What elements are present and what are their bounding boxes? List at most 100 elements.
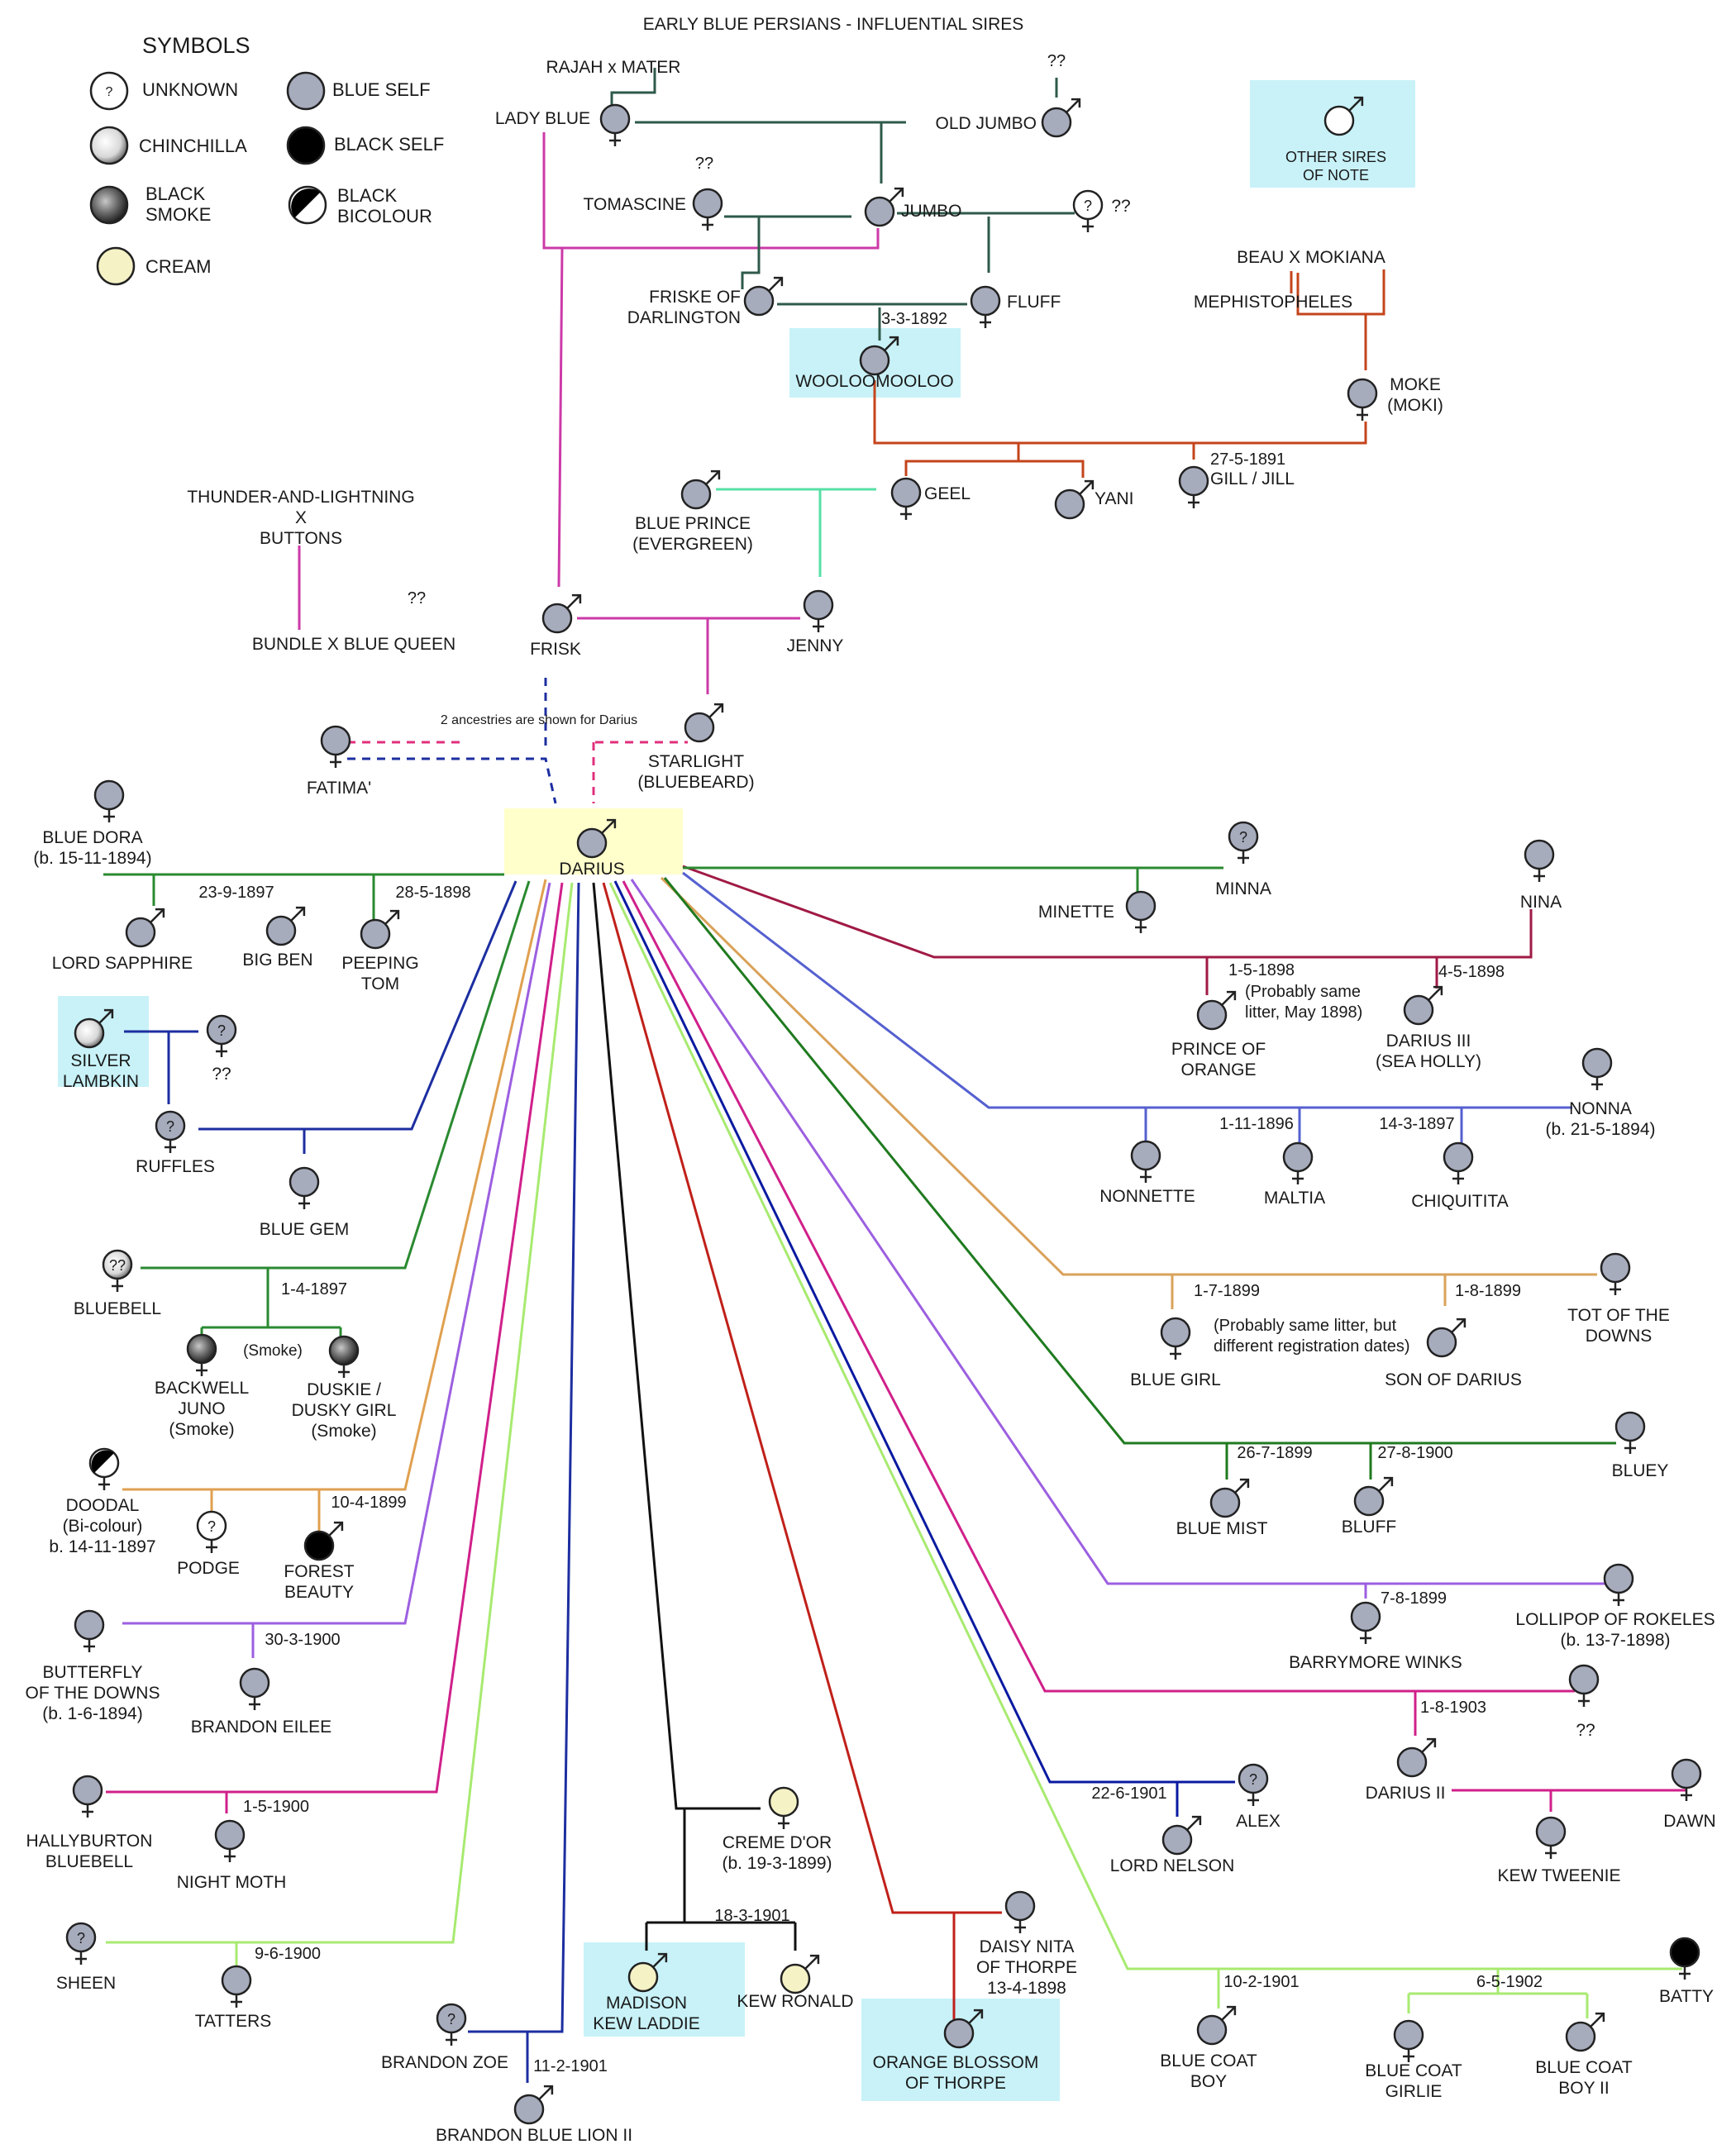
connector-lines <box>103 68 1686 2083</box>
bluecoatboy-symbol[interactable] <box>1196 2005 1237 2046</box>
backwell-symbol[interactable] <box>186 1333 217 1376</box>
geel-symbol[interactable] <box>890 477 922 520</box>
bluecoatboyii-symbol[interactable] <box>1565 2012 1605 2052</box>
minna-symbol[interactable]: ? <box>1228 821 1259 864</box>
batty-symbol[interactable] <box>1669 1937 1700 1980</box>
lordnelson-label: LORD NELSON <box>1110 1856 1235 1875</box>
doodal-symbol[interactable] <box>88 1447 120 1490</box>
ruffles-symbol[interactable]: ? <box>155 1110 186 1153</box>
friske-symbol[interactable] <box>743 276 784 317</box>
lordsapphire-symbol[interactable] <box>125 908 165 948</box>
starlight-symbol[interactable] <box>684 703 724 743</box>
legend-black-swatch <box>286 126 326 165</box>
geel-label: GEEL <box>924 484 971 503</box>
l-nonna <box>682 871 1572 1109</box>
sheen-symbol[interactable]: ? <box>65 1922 97 1965</box>
lordnelson-symbol[interactable] <box>1161 1815 1202 1856</box>
unk1-symbol[interactable]: ? <box>1072 189 1104 232</box>
hallyburton-symbol[interactable] <box>72 1775 103 1818</box>
lollipop-label: LOLLIPOP OF ROKELES(b. 13-7-1898) <box>1515 1610 1715 1650</box>
silver-symbol-male-arrow <box>103 1008 114 1019</box>
jenny-symbol[interactable] <box>803 589 834 632</box>
fluff-symbol[interactable] <box>970 285 1001 328</box>
forest-symbol[interactable] <box>303 1521 344 1561</box>
orange-symbol-circle <box>943 2018 975 2049</box>
podge-symbol[interactable]: ? <box>196 1510 227 1553</box>
dariusiii-symbol[interactable] <box>1403 985 1443 1026</box>
barrymore-symbol[interactable] <box>1350 1601 1381 1644</box>
minette-symbol[interactable] <box>1125 890 1157 933</box>
bluegirl-symbol[interactable] <box>1160 1317 1191 1360</box>
tomascine-symbol[interactable] <box>692 188 723 231</box>
legend-unknown: ? <box>89 71 129 111</box>
dawn-symbol-circle <box>1671 1758 1702 1789</box>
cremedor-symbol[interactable] <box>768 1786 799 1829</box>
woolo-symbol[interactable] <box>859 336 899 376</box>
woolo-date: 3-3-1892 <box>881 310 947 328</box>
bluecoatgirlie-symbol[interactable] <box>1393 2019 1424 2062</box>
duskie-symbol[interactable] <box>328 1335 360 1378</box>
darius-symbol[interactable] <box>576 818 617 859</box>
h-orange-box <box>861 1999 1060 2101</box>
oldjumbo-symbol[interactable] <box>1041 98 1081 138</box>
yani-symbol[interactable] <box>1054 479 1095 520</box>
woolo-symbol-circle <box>859 345 890 376</box>
totdowns-symbol[interactable] <box>1600 1252 1631 1295</box>
brandoneilee-symbol[interactable] <box>239 1667 270 1710</box>
kewronald-symbol[interactable] <box>780 1954 820 1994</box>
sondarius-symbol[interactable] <box>1426 1318 1467 1358</box>
connector-segment-5 <box>1296 269 1385 316</box>
frisk-symbol[interactable] <box>541 593 582 634</box>
nonna-symbol[interactable] <box>1581 1047 1613 1090</box>
peeping-symbol[interactable] <box>360 909 400 950</box>
ladyblue-label: LADY BLUE <box>495 109 590 128</box>
daisynita-symbol[interactable] <box>1004 1890 1036 1933</box>
bluemist-symbol[interactable] <box>1209 1478 1250 1518</box>
silver-symbol[interactable] <box>74 1008 114 1049</box>
nightmoth-symbol[interactable] <box>214 1819 246 1862</box>
bluff-symbol[interactable] <box>1353 1476 1394 1517</box>
bluedora-symbol[interactable] <box>93 779 125 822</box>
butterfly-symbol[interactable] <box>74 1609 105 1652</box>
nonnette-symbol[interactable] <box>1130 1140 1161 1183</box>
tatters-symbol[interactable] <box>221 1965 252 2008</box>
dariusii-symbol[interactable] <box>1396 1737 1437 1778</box>
jumbo-symbol[interactable] <box>864 187 904 227</box>
moke-symbol[interactable] <box>1347 378 1378 421</box>
alex-symbol[interactable]: ? <box>1238 1763 1269 1806</box>
fluff-label: FLUFF <box>1007 293 1061 312</box>
nina-symbol[interactable] <box>1524 839 1555 882</box>
blueprince-symbol[interactable] <box>680 469 721 510</box>
bluey-symbol[interactable] <box>1614 1411 1646 1454</box>
dariusii-symbol-circle <box>1396 1746 1428 1778</box>
jenny-symbol-circle <box>803 589 834 621</box>
legend-other-sires-symbol[interactable] <box>1323 96 1364 136</box>
lollipop-symbol[interactable] <box>1603 1563 1634 1606</box>
chiquitita-symbol[interactable] <box>1443 1141 1474 1184</box>
starlight-label: STARLIGHT(BLUEBEARD) <box>637 752 754 792</box>
orange-symbol-male-arrow <box>973 2008 984 2019</box>
bluegem-symbol[interactable] <box>289 1166 320 1209</box>
fatima-symbol[interactable] <box>320 725 351 768</box>
podge-label: PODGE <box>177 1559 240 1578</box>
ladyblue-symbol[interactable] <box>599 103 631 146</box>
brandonzoe-symbol[interactable]: ? <box>436 2003 467 2046</box>
madison-symbol-male-arrow <box>657 1952 668 1963</box>
maltia-symbol[interactable] <box>1282 1141 1314 1184</box>
unk2-symbol[interactable]: ? <box>206 1014 237 1057</box>
dawn-symbol[interactable] <box>1671 1758 1702 1801</box>
orange-symbol[interactable] <box>943 2008 984 2049</box>
bluebell-symbol[interactable]: ?? <box>102 1249 133 1292</box>
bigben-symbol[interactable] <box>265 906 306 946</box>
madison-symbol[interactable] <box>627 1952 668 1993</box>
l-bluebell <box>141 880 531 1270</box>
kewtweenie-symbol[interactable] <box>1535 1816 1567 1859</box>
prince-symbol[interactable] <box>1196 990 1237 1031</box>
bluemist-label: BLUE MIST <box>1176 1519 1268 1538</box>
unk3-symbol[interactable] <box>1568 1664 1600 1707</box>
sheen-symbol-mark: ? <box>77 1930 85 1946</box>
brandonlion-symbol[interactable] <box>513 2085 554 2125</box>
gill-symbol[interactable] <box>1178 465 1209 508</box>
